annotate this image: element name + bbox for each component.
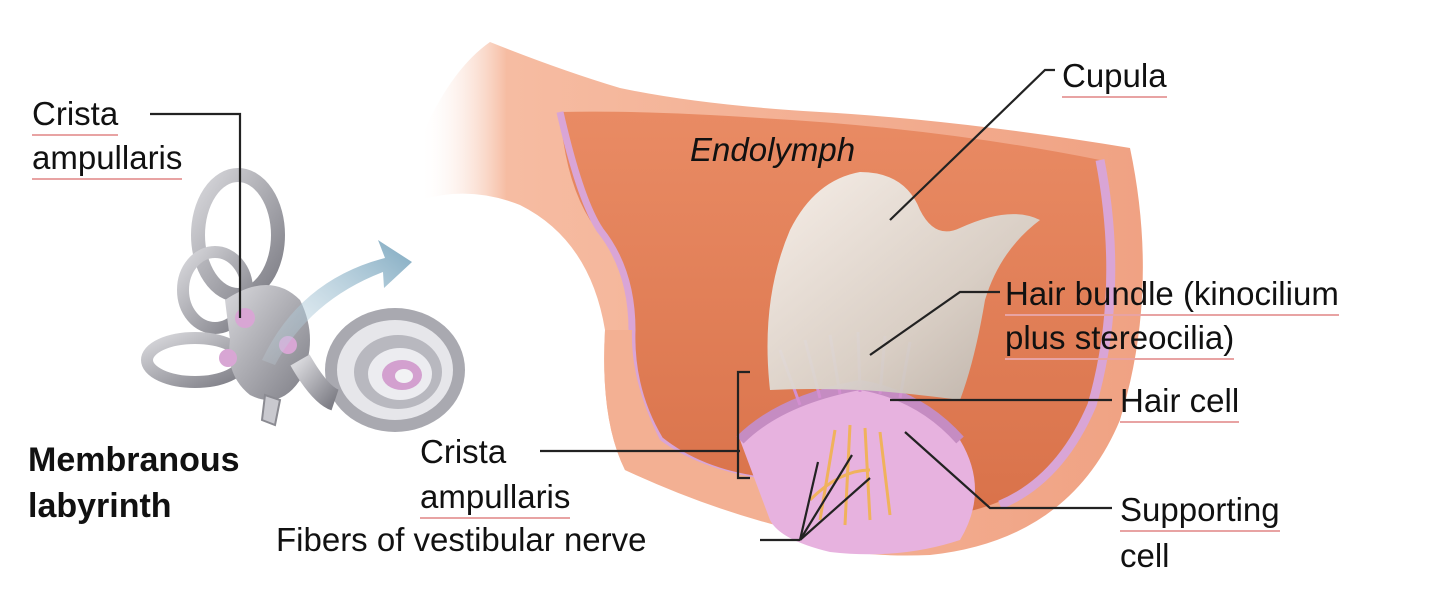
membranous-labyrinth-illustration bbox=[141, 168, 465, 432]
cochlea bbox=[325, 308, 465, 432]
wall-cut-face bbox=[604, 330, 775, 525]
leader-fibers-branch-1 bbox=[798, 461, 820, 541]
leader-supporting-cell bbox=[904, 431, 1112, 510]
membranous-labyrinth-label-line1: Membranous bbox=[28, 441, 240, 479]
leader-lines bbox=[150, 68, 1112, 542]
leader-crista-small bbox=[150, 112, 242, 318]
leader-crista-bracket bbox=[736, 370, 750, 480]
supporting-cell-label-line2: cell bbox=[1120, 537, 1170, 574]
hair-bundle-label-line1: Hair bundle (kinocilium bbox=[1005, 274, 1339, 316]
epithelial-lining-right bbox=[998, 159, 1116, 510]
crista-ampullaris-label-small-line2: ampullaris bbox=[32, 138, 183, 180]
hair-cell-label: Hair cell bbox=[1120, 381, 1240, 423]
crista-ampullaris-label-line1: Crista bbox=[420, 433, 507, 470]
leader-fibers-branch-3 bbox=[799, 477, 871, 541]
supporting-cell-label-line1: Supporting bbox=[1120, 490, 1280, 532]
vestibule bbox=[225, 285, 310, 400]
crista-ampullaris-label-small-line1: Crista bbox=[32, 94, 119, 136]
crista-ampullaris-label-line2: ampullaris bbox=[420, 477, 571, 519]
leader-hair-bundle bbox=[869, 290, 1000, 356]
leader-cupula bbox=[889, 68, 1055, 221]
vestibular-nerve-fibers-label: Fibers of vestibular nerve bbox=[276, 521, 647, 558]
crista-wedge bbox=[740, 385, 975, 555]
ampulla-highlight-2 bbox=[219, 349, 237, 367]
cupula bbox=[767, 172, 1040, 400]
endolymph-label: Endolymph bbox=[690, 131, 856, 168]
cochlear-duct-connection bbox=[290, 354, 340, 411]
ampulla-cross-section bbox=[420, 42, 1143, 556]
ampulla-highlight-1 bbox=[235, 308, 255, 328]
semicircular-canal-anterior bbox=[191, 168, 285, 302]
hair-bundle-label-line2: plus stereocilia) bbox=[1005, 318, 1235, 360]
magnification-arrow bbox=[262, 240, 412, 365]
cupula-label: Cupula bbox=[1062, 56, 1167, 98]
endolymphatic-stalk bbox=[260, 393, 282, 427]
leader-fibers-branch-2 bbox=[799, 454, 853, 541]
membranous-labyrinth-label-line2: labyrinth bbox=[28, 487, 172, 525]
